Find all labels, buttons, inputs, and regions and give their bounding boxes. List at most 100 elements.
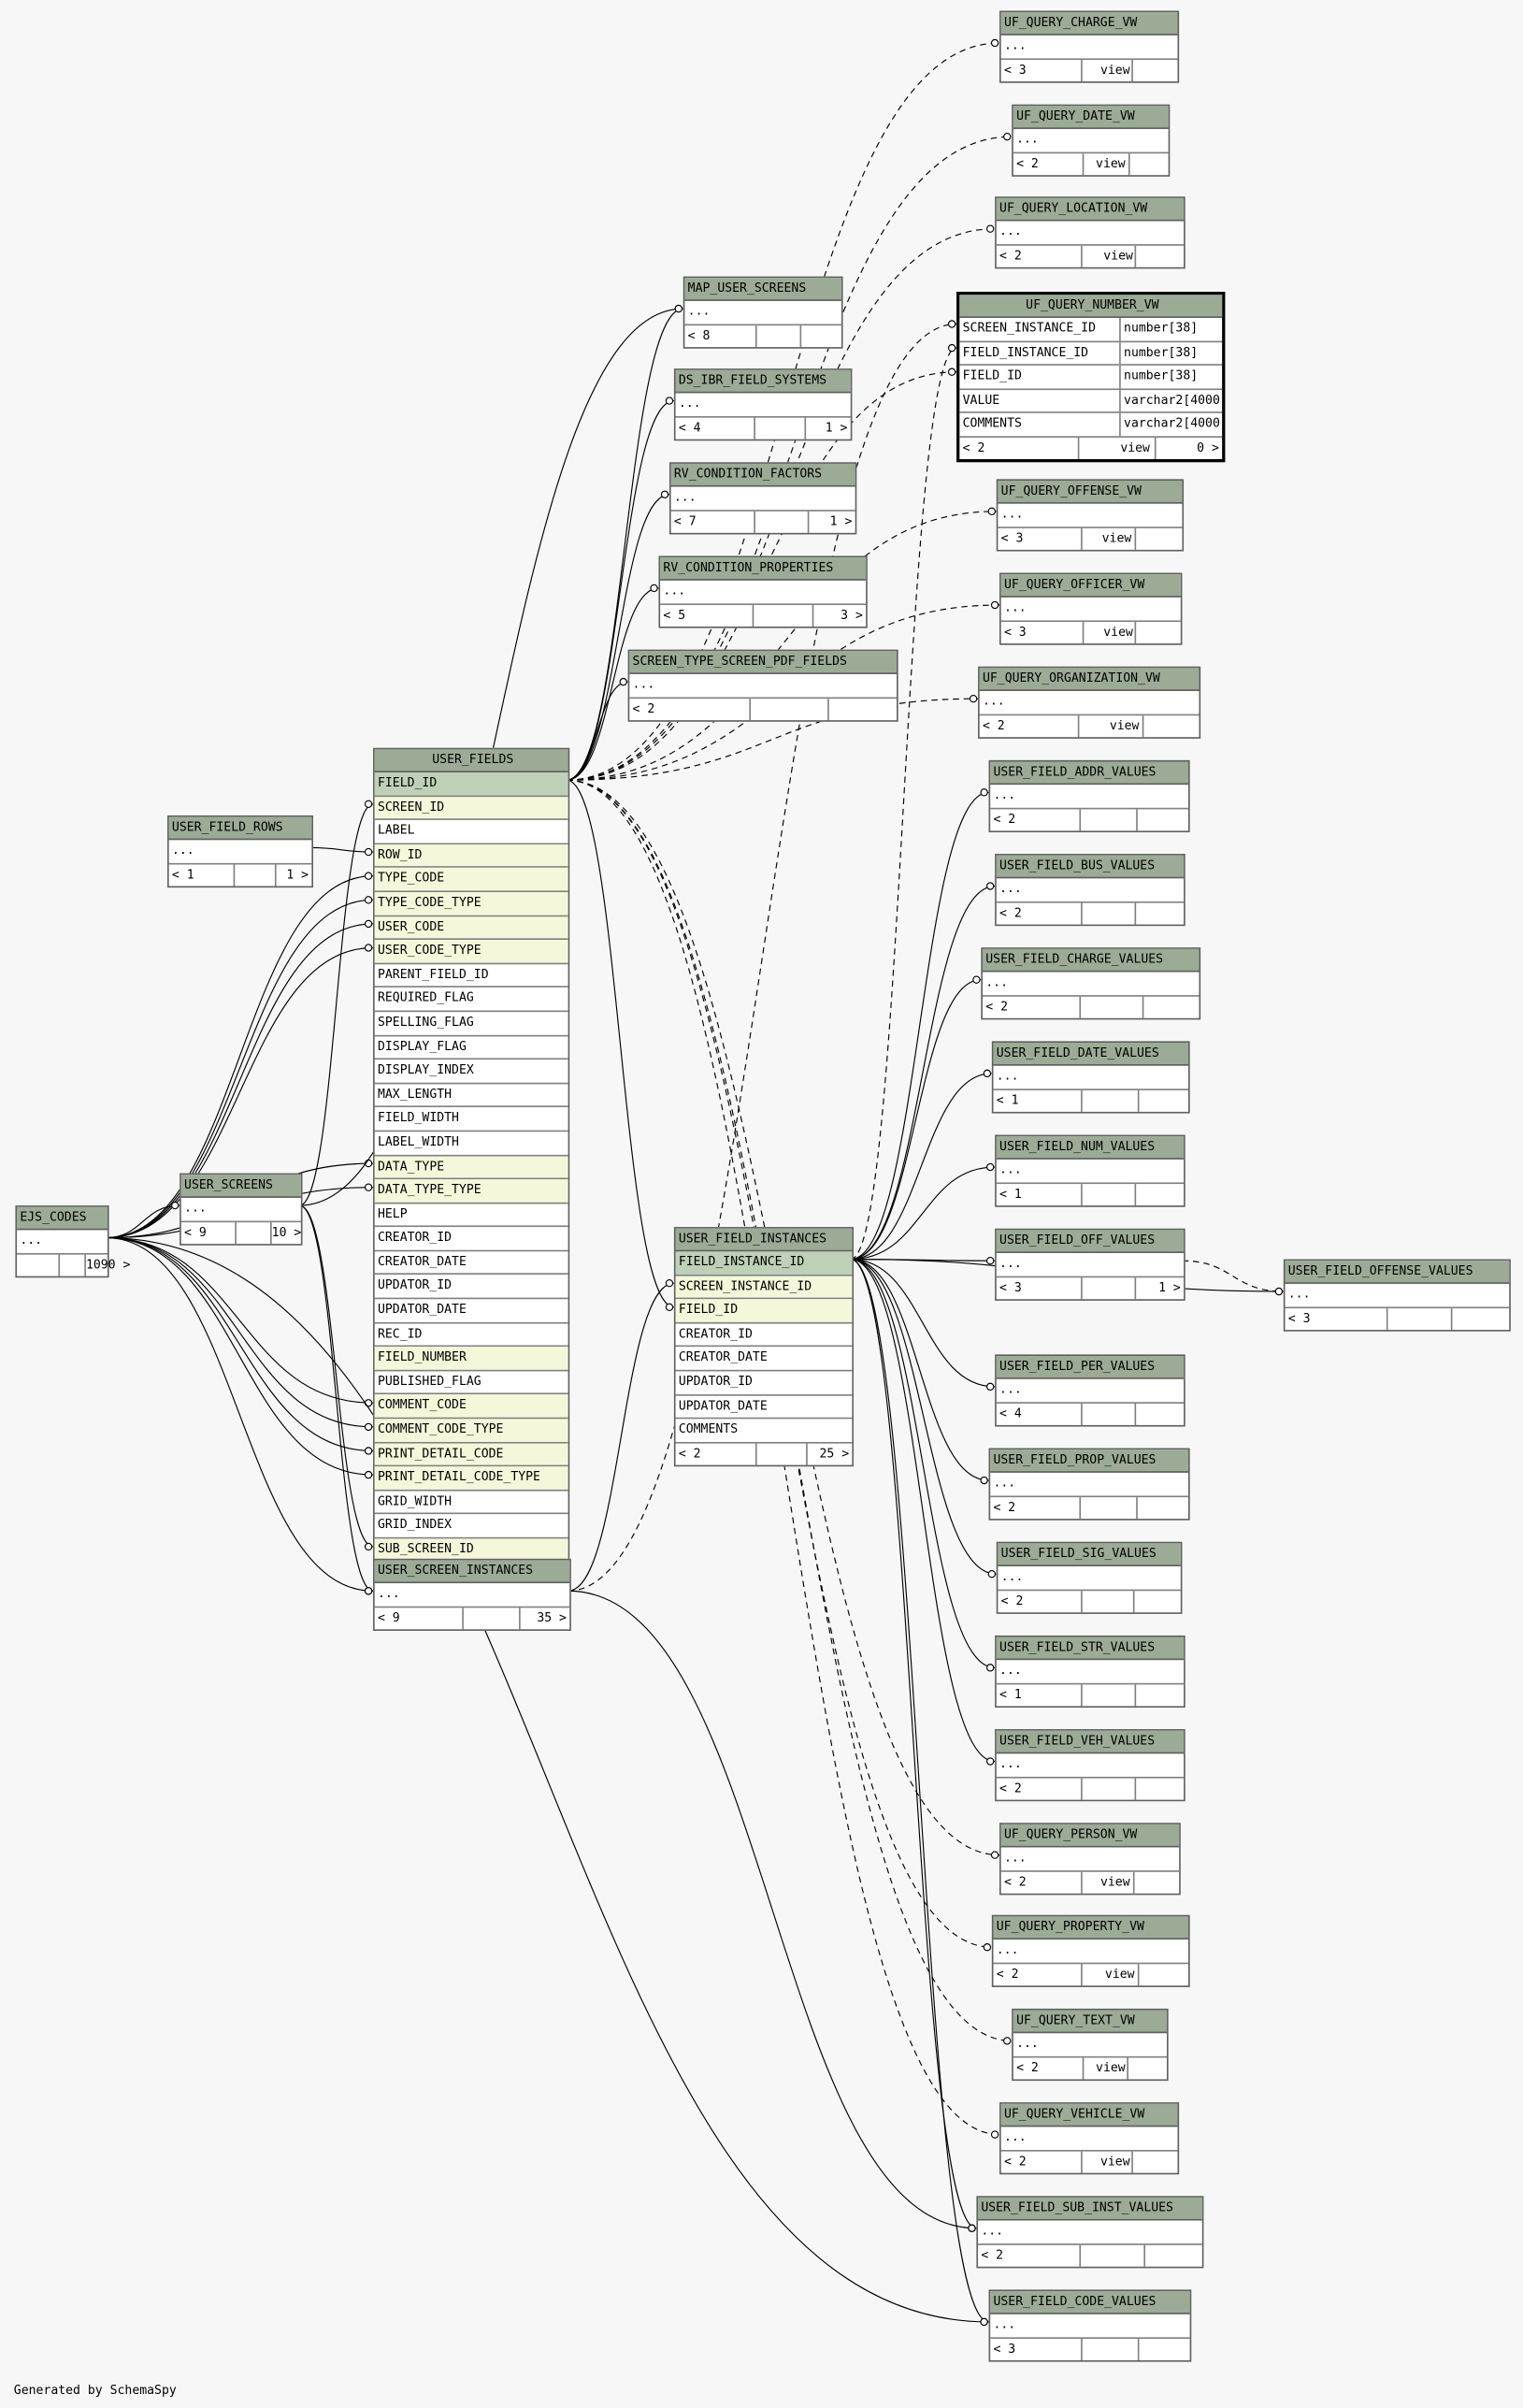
parents-count[interactable]: < 2 xyxy=(985,999,1008,1014)
table-user-field-bus-values[interactable]: USER_FIELD_BUS_VALUES...< 2 xyxy=(995,854,1185,926)
table-user-field-code-values[interactable]: USER_FIELD_CODE_VALUES...< 3 xyxy=(988,2289,1192,2361)
column-row[interactable]: CREATOR_DATE xyxy=(675,1348,853,1372)
table-name[interactable]: USER_FIELD_SIG_VALUES xyxy=(998,1543,1181,1566)
children-count[interactable]: 35 > xyxy=(519,1607,567,1629)
collapsed-columns[interactable]: ... xyxy=(1013,2033,1168,2057)
children-count[interactable] xyxy=(1128,152,1165,175)
column-row[interactable]: UPDATOR_ID xyxy=(374,1276,568,1300)
parents-count[interactable]: < 3 xyxy=(993,2341,1016,2356)
table-user-field-sub-inst-values[interactable]: USER_FIELD_SUB_INST_VALUES...< 2 xyxy=(976,2196,1204,2268)
column-row[interactable]: SPELLING_FLAG xyxy=(374,1012,568,1036)
children-count[interactable]: 1 > xyxy=(804,416,847,439)
collapsed-columns[interactable]: ... xyxy=(990,1473,1189,1497)
children-count[interactable] xyxy=(1137,1963,1185,1985)
children-count[interactable] xyxy=(1136,1496,1185,1519)
table-name[interactable]: USER_FIELD_DATE_VALUES xyxy=(993,1043,1189,1066)
children-count[interactable] xyxy=(1134,901,1181,924)
children-count[interactable] xyxy=(1134,1403,1181,1425)
children-count[interactable] xyxy=(1143,2244,1199,2267)
table-user-field-veh-values[interactable]: USER_FIELD_VEH_VALUES...< 2 xyxy=(995,1729,1185,1801)
table-name[interactable]: UF_QUERY_CHARGE_VW xyxy=(1000,12,1178,36)
children-count[interactable] xyxy=(1132,1871,1176,1894)
table-name[interactable]: EJS_CODES xyxy=(17,1206,108,1231)
table-name[interactable]: USER_FIELD_SUB_INST_VALUES xyxy=(978,2197,1202,2221)
table-name[interactable]: DS_IBR_FIELD_SYSTEMS xyxy=(675,369,851,394)
foreign-key-column[interactable]: TYPE_CODE xyxy=(374,868,568,893)
collapsed-columns[interactable]: ... xyxy=(996,1660,1185,1684)
children-count[interactable] xyxy=(1142,714,1196,737)
column-row[interactable]: UPDATOR_DATE xyxy=(675,1395,853,1420)
parents-count[interactable]: < 2 xyxy=(982,717,1005,732)
children-count[interactable] xyxy=(1134,1777,1181,1799)
parents-count[interactable]: < 9 xyxy=(184,1224,207,1239)
column-row[interactable]: DISPLAY_FLAG xyxy=(374,1036,568,1060)
table-name[interactable]: MAP_USER_SCREENS xyxy=(684,278,841,301)
table-name[interactable]: USER_FIELD_NUM_VALUES xyxy=(996,1136,1185,1160)
foreign-key-column[interactable]: FIELD_ID xyxy=(675,1299,853,1324)
column-row[interactable]: PUBLISHED_FLAG xyxy=(374,1371,568,1395)
table-name[interactable]: UF_QUERY_TEXT_VW xyxy=(1013,2010,1168,2034)
collapsed-columns[interactable]: ... xyxy=(996,1253,1185,1277)
table-name[interactable]: USER_FIELD_OFF_VALUES xyxy=(996,1230,1185,1253)
primary-key-column[interactable]: FIELD_ID xyxy=(374,771,568,797)
parents-count[interactable]: < 2 xyxy=(1016,2060,1039,2074)
table-name[interactable]: UF_QUERY_PERSON_VW xyxy=(1000,1824,1180,1848)
table-name[interactable]: RV_CONDITION_FACTORS xyxy=(670,463,855,487)
table-screen-type-screen-pdf-fields[interactable]: SCREEN_TYPE_SCREEN_PDF_FIELDS...< 2 xyxy=(627,649,898,722)
table-user-field-str-values[interactable]: USER_FIELD_STR_VALUES...< 1 xyxy=(995,1635,1185,1708)
column-row[interactable]: LABEL_WIDTH xyxy=(374,1132,568,1156)
table-name[interactable]: USER_FIELD_ROWS xyxy=(168,816,312,841)
foreign-key-column[interactable]: SCREEN_INSTANCE_ID xyxy=(675,1275,853,1300)
table-name[interactable]: UF_QUERY_PROPERTY_VW xyxy=(993,1916,1189,1940)
children-count[interactable]: 10 > xyxy=(270,1221,301,1244)
table-map-user-screens[interactable]: MAP_USER_SCREENS...< 8 xyxy=(682,276,843,349)
table-name[interactable]: USER_FIELD_CODE_VALUES xyxy=(990,2291,1190,2314)
parents-count[interactable]: < 2 xyxy=(999,1781,1022,1795)
table-name[interactable]: UF_QUERY_OFFICER_VW xyxy=(1000,574,1181,598)
table-name[interactable]: SCREEN_TYPE_SCREEN_PDF_FIELDS xyxy=(629,651,898,674)
parents-count[interactable]: < 2 xyxy=(962,440,985,455)
parents-count[interactable]: < 2 xyxy=(996,1966,1019,1981)
parents-count[interactable]: < 1 xyxy=(999,1687,1022,1701)
children-count[interactable] xyxy=(1450,1307,1506,1330)
table-name[interactable]: USER_FIELD_OFFENSE_VALUES xyxy=(1285,1261,1510,1284)
collapsed-columns[interactable]: ... xyxy=(996,1160,1185,1184)
collapsed-columns[interactable]: ... xyxy=(1285,1284,1510,1308)
children-count[interactable] xyxy=(827,698,894,720)
column-row[interactable]: FIELD_WIDTH xyxy=(374,1107,568,1132)
foreign-key-column[interactable]: ROW_ID xyxy=(374,844,568,869)
children-count[interactable]: 1 > xyxy=(807,511,852,533)
children-count[interactable]: 25 > xyxy=(806,1443,849,1465)
collapsed-columns[interactable]: ... xyxy=(993,1939,1189,1964)
collapsed-columns[interactable]: ... xyxy=(675,393,851,417)
table-name[interactable]: UF_QUERY_DATE_VW xyxy=(1013,106,1169,129)
collapsed-columns[interactable]: ... xyxy=(996,1379,1185,1404)
collapsed-columns[interactable]: ... xyxy=(978,2221,1202,2245)
column-row[interactable]: HELP xyxy=(374,1204,568,1228)
foreign-key-column[interactable]: FIELD_NUMBER xyxy=(374,1347,568,1372)
foreign-key-column[interactable]: PRINT_DETAIL_CODE xyxy=(374,1442,568,1467)
table-name[interactable]: USER_FIELD_CHARGE_VALUES xyxy=(982,948,1200,973)
parents-count[interactable]: < 4 xyxy=(999,1406,1022,1420)
table-user-field-date-values[interactable]: USER_FIELD_DATE_VALUES...< 1 xyxy=(991,1041,1190,1113)
column-row[interactable]: UPDATOR_DATE xyxy=(374,1299,568,1323)
table-ejs-codes[interactable]: EJS_CODES...1090 > xyxy=(15,1205,130,1277)
foreign-key-column[interactable]: COMMENT_CODE_TYPE xyxy=(374,1419,568,1443)
children-count[interactable] xyxy=(1127,2056,1163,2079)
parents-count[interactable]: < 5 xyxy=(663,607,686,622)
